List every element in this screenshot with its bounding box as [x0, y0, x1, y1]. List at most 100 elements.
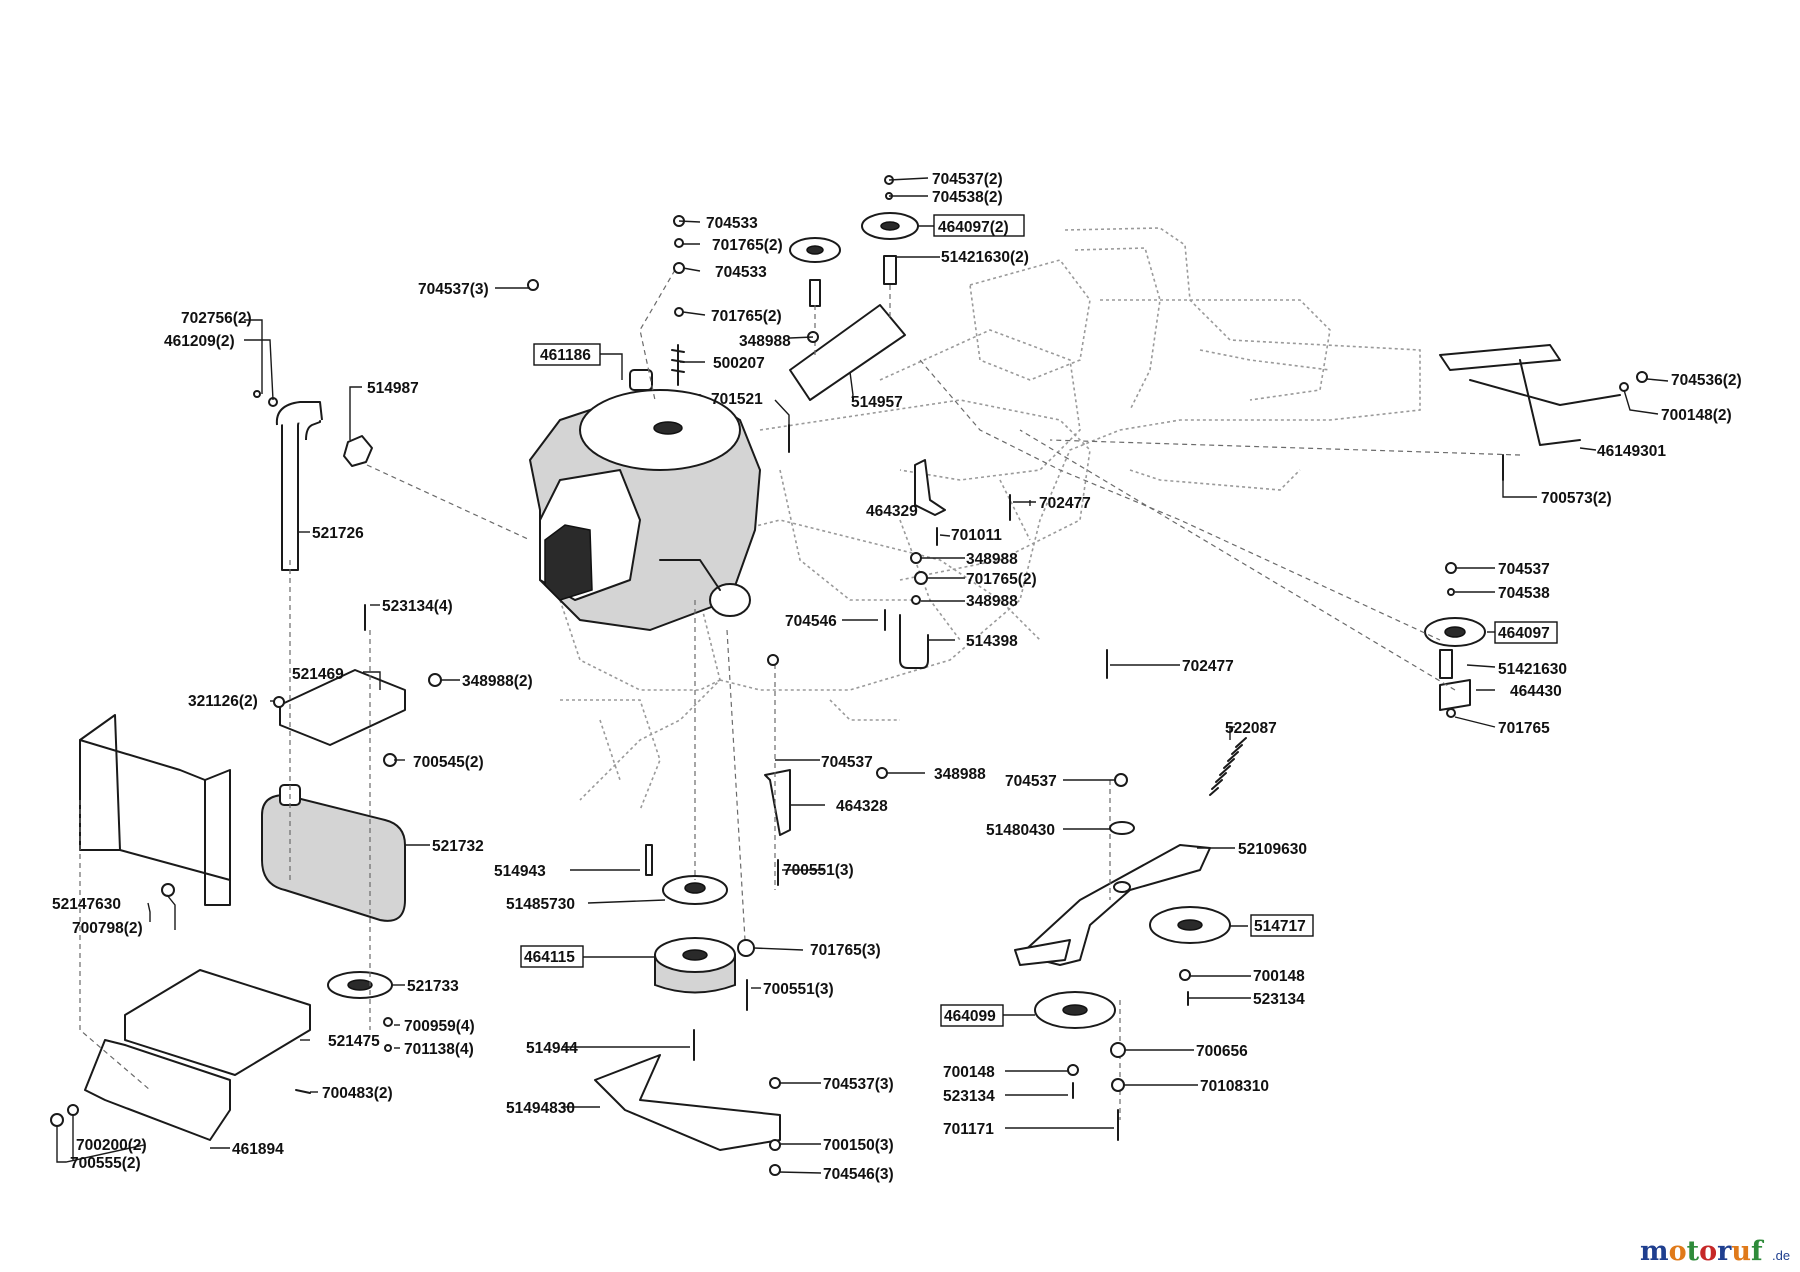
label-702756-2: 702756(2)	[181, 310, 252, 327]
label-704537-c: 704537	[1005, 773, 1057, 790]
label-700483-2: 700483(2)	[322, 1085, 393, 1102]
label-461894: 461894	[232, 1141, 284, 1158]
label-700148-b: 700148	[943, 1064, 995, 1081]
idler-pulley-464097	[1424, 617, 1486, 711]
label-51480430: 51480430	[986, 822, 1055, 839]
muffler-521732	[261, 784, 406, 922]
label-704537-3-a: 704537(3)	[418, 281, 489, 298]
clamp-521733	[327, 971, 393, 999]
pulley-464099	[1034, 991, 1116, 1029]
label-701765-3: 701765(3)	[810, 942, 881, 959]
label-701521: 701521	[711, 391, 763, 408]
pulley-514717	[1149, 906, 1231, 944]
label-464097-2: 464097(2)	[938, 219, 1009, 236]
label-700555-2: 700555(2)	[70, 1155, 141, 1172]
clutch-464115	[654, 937, 736, 994]
label-348988-c: 348988	[966, 593, 1018, 610]
muffler-shield-52147630	[79, 714, 231, 906]
idler-arm-52109630	[1014, 844, 1211, 966]
leader-lines	[56, 177, 1669, 1174]
label-461209-2: 461209(2)	[164, 333, 235, 350]
pulley-51485730	[662, 875, 728, 905]
heat-shield-521475	[84, 969, 311, 1141]
label-700798-2: 700798(2)	[72, 920, 143, 937]
label-704536-2: 704536(2)	[1671, 372, 1742, 389]
tractor-chassis-frame	[559, 227, 1421, 811]
label-704533-a: 704533	[706, 215, 758, 232]
label-46149301: 46149301	[1597, 443, 1666, 460]
label-700656: 700656	[1196, 1043, 1248, 1060]
label-704538-2: 704538(2)	[932, 189, 1003, 206]
label-51485730: 51485730	[506, 896, 575, 913]
label-461186: 461186	[540, 347, 591, 364]
label-500207: 500207	[713, 355, 765, 372]
label-700551-3-a: 700551(3)	[783, 862, 854, 879]
label-700200-2: 700200(2)	[76, 1137, 147, 1154]
label-321126-2: 321126(2)	[188, 693, 258, 710]
label-704546-3: 704546(3)	[823, 1166, 894, 1183]
label-700545-2: 700545(2)	[413, 754, 484, 771]
bracket-464329	[914, 459, 946, 516]
label-701171: 701171	[943, 1121, 994, 1138]
label-52109630: 52109630	[1238, 841, 1307, 858]
label-700959-4: 700959(4)	[404, 1018, 475, 1035]
label-702477-a: 702477	[1039, 495, 1091, 512]
label-523134-b: 523134	[943, 1088, 995, 1105]
part-labels: 704537(2) 704538(2) 464097(2) 51421630(2…	[52, 171, 1742, 1183]
watermark-suffix: .de	[1772, 1248, 1790, 1263]
label-704546: 704546	[785, 613, 837, 630]
label-704537-3-b: 704537(3)	[823, 1076, 894, 1093]
label-51494830: 51494830	[506, 1100, 575, 1117]
label-522087: 522087	[1225, 720, 1277, 737]
label-514943: 514943	[494, 863, 546, 880]
label-514987: 514987	[367, 380, 419, 397]
label-521733: 521733	[407, 978, 459, 995]
label-704537-a: 704537	[1498, 561, 1550, 578]
label-521732: 521732	[432, 838, 484, 855]
label-704537-b: 704537	[821, 754, 873, 771]
exhaust-pipe-521726	[275, 401, 373, 571]
label-52147630: 52147630	[52, 896, 121, 913]
engine-461186	[528, 369, 762, 632]
label-51421630-2: 51421630(2)	[941, 249, 1029, 266]
label-464099: 464099	[944, 1008, 996, 1025]
hardware-fasteners	[50, 175, 1648, 1176]
label-464329: 464329	[866, 503, 918, 520]
motoruf-watermark: motoruf .de	[1640, 1236, 1790, 1267]
bracket-51494830	[594, 1054, 781, 1151]
label-348988-2: 348988(2)	[462, 673, 533, 690]
label-700573-2: 700573(2)	[1541, 490, 1612, 507]
bracket-514957	[789, 304, 906, 401]
label-701765: 701765	[1498, 720, 1550, 737]
label-702477-b: 702477	[1182, 658, 1234, 675]
label-700150-3: 700150(3)	[823, 1137, 894, 1154]
label-464115: 464115	[524, 949, 575, 966]
label-704537-2: 704537(2)	[932, 171, 1003, 188]
label-70108310: 70108310	[1200, 1078, 1269, 1095]
assembly-lines	[79, 269, 1521, 1120]
idler-pulley-464097-2	[861, 212, 919, 285]
label-348988-b: 348988	[966, 551, 1018, 568]
linkage-46149301	[1439, 344, 1621, 446]
label-348988-d: 348988	[934, 766, 986, 783]
spring-522087	[1209, 737, 1247, 796]
label-514957: 514957	[851, 394, 903, 411]
label-464430: 464430	[1510, 683, 1562, 700]
label-348988-a: 348988	[739, 333, 791, 350]
label-521475: 521475	[328, 1033, 380, 1050]
label-701011: 701011	[951, 527, 1002, 544]
label-514398: 514398	[966, 633, 1018, 650]
label-523134-4: 523134(4)	[382, 598, 453, 615]
label-700551-3-b: 700551(3)	[763, 981, 834, 998]
label-704538: 704538	[1498, 585, 1550, 602]
label-464328: 464328	[836, 798, 888, 815]
label-704533-b: 704533	[715, 264, 767, 281]
label-521469: 521469	[292, 666, 344, 683]
label-51421630: 51421630	[1498, 661, 1567, 678]
label-514944: 514944	[526, 1040, 578, 1057]
label-701765-2-c: 701765(2)	[966, 571, 1037, 588]
label-514717: 514717	[1254, 918, 1306, 935]
watermark-brand: motoruf	[1640, 1236, 1765, 1267]
bracket-514398	[899, 614, 929, 669]
